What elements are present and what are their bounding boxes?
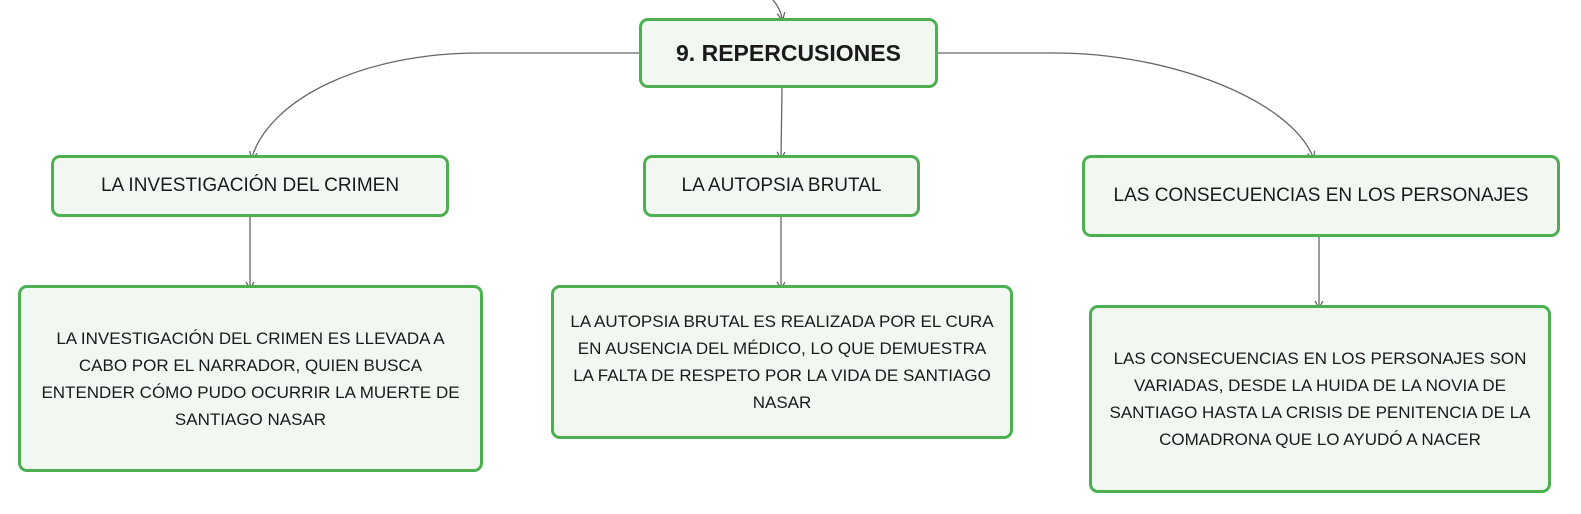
root-node-label: 9. REPERCUSIONES	[676, 39, 901, 66]
topic-node-label: LA AUTOPSIA BRUTAL	[681, 175, 882, 196]
topic-node-label: LA INVESTIGACIÓN DEL CRIMEN	[100, 175, 400, 196]
connector-root-to-consecuencias	[938, 52, 1313, 157]
detail-node-text: LAS CONSECUENCIAS EN LOS PERSONAJES SON …	[1109, 349, 1531, 449]
topic-node-label: LAS CONSECUENCIAS EN LOS PERSONAJES	[1113, 185, 1529, 206]
topic-node-autopsia[interactable]: LA AUTOPSIA BRUTAL	[643, 155, 920, 217]
root-node[interactable]: 9. REPERCUSIONES	[639, 18, 938, 88]
topic-node-consecuencias[interactable]: LAS CONSECUENCIAS EN LOS PERSONAJES	[1082, 155, 1560, 237]
connector-root-to-investigacion	[252, 52, 639, 157]
detail-node-text: LA AUTOPSIA BRUTAL ES REALIZADA POR EL C…	[570, 312, 994, 412]
connector-parent-to-root	[772, 0, 782, 18]
connector-root-to-autopsia	[781, 87, 782, 157]
detail-node-investigacion[interactable]: LA INVESTIGACIÓN DEL CRIMEN ES LLEVADA A…	[18, 285, 483, 472]
detail-node-consecuencias[interactable]: LAS CONSECUENCIAS EN LOS PERSONAJES SON …	[1089, 305, 1551, 493]
detail-node-text: LA INVESTIGACIÓN DEL CRIMEN ES LLEVADA A…	[41, 328, 460, 429]
topic-node-investigacion[interactable]: LA INVESTIGACIÓN DEL CRIMEN	[51, 155, 449, 217]
detail-node-autopsia[interactable]: LA AUTOPSIA BRUTAL ES REALIZADA POR EL C…	[551, 285, 1013, 439]
